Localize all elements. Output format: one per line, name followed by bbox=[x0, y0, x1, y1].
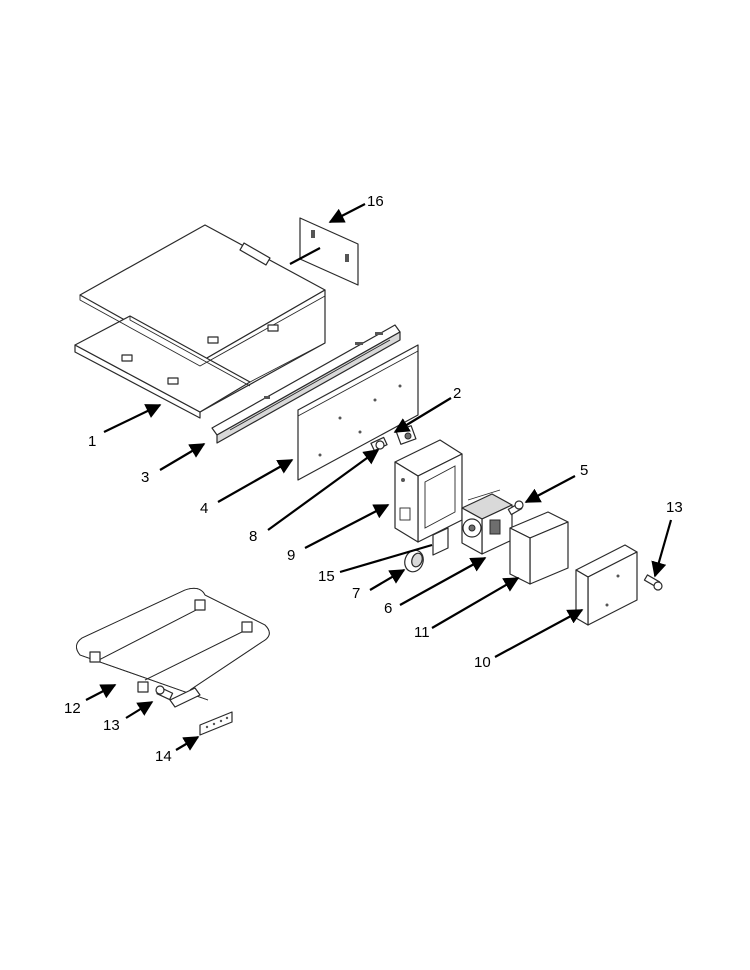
callout-13-right: 13 bbox=[666, 499, 683, 516]
leader-12 bbox=[85, 684, 117, 701]
callout-15: 15 bbox=[318, 568, 335, 585]
part-3-slide-rail bbox=[211, 324, 401, 444]
callout-2: 2 bbox=[453, 385, 461, 402]
tab bbox=[167, 377, 179, 385]
callout-7: 7 bbox=[352, 585, 360, 602]
part-9-control-box bbox=[394, 439, 463, 543]
leader-3 bbox=[159, 443, 206, 471]
leader-14 bbox=[175, 736, 200, 751]
tab bbox=[207, 336, 219, 344]
part-15-plate bbox=[432, 527, 449, 556]
callout-4: 4 bbox=[200, 500, 208, 517]
leader-1 bbox=[103, 404, 162, 433]
part-1-housing-cover bbox=[74, 224, 326, 419]
part-11-cover-box bbox=[509, 511, 569, 585]
callout-9: 9 bbox=[287, 547, 295, 564]
rail-hole bbox=[264, 396, 270, 399]
leader-10 bbox=[494, 609, 584, 658]
leader-2 bbox=[393, 397, 452, 433]
leader-7 bbox=[369, 569, 406, 591]
slot-hole bbox=[345, 254, 349, 262]
part-8-sensor bbox=[370, 436, 388, 452]
part-6-selector-switch bbox=[461, 489, 513, 555]
callout-12: 12 bbox=[64, 700, 81, 717]
callout-6: 6 bbox=[384, 600, 392, 617]
handle-slot bbox=[239, 242, 271, 266]
leader-15 bbox=[339, 543, 433, 574]
leader-8 bbox=[267, 449, 380, 531]
leader-16b bbox=[289, 247, 321, 265]
leader-13-left bbox=[125, 701, 154, 719]
part-5-screw bbox=[507, 500, 524, 516]
callout-10: 10 bbox=[474, 654, 491, 671]
part-10-bracket-cover bbox=[575, 544, 638, 626]
part-16-bracket-plate bbox=[299, 217, 359, 286]
leader-9 bbox=[304, 504, 390, 549]
leader-6 bbox=[399, 557, 487, 606]
slot-hole bbox=[311, 230, 315, 238]
tab bbox=[121, 354, 133, 362]
callout-14: 14 bbox=[155, 748, 172, 765]
callout-5: 5 bbox=[580, 462, 588, 479]
leader-13-right bbox=[651, 519, 673, 578]
part-13-bolt-right bbox=[643, 574, 663, 591]
part-14-terminal-strip bbox=[199, 711, 233, 736]
callout-8: 8 bbox=[249, 528, 257, 545]
leader-5 bbox=[524, 475, 576, 503]
rail-hole bbox=[355, 342, 363, 345]
rail-hole bbox=[375, 332, 383, 335]
callout-13-left: 13 bbox=[103, 717, 120, 734]
callout-16: 16 bbox=[367, 193, 384, 210]
tab bbox=[267, 324, 279, 332]
part-12-heating-element bbox=[76, 587, 270, 708]
part-4-side-panel bbox=[297, 344, 419, 481]
callout-1: 1 bbox=[88, 433, 96, 450]
leader-4 bbox=[217, 459, 294, 503]
part-7-knob bbox=[404, 549, 424, 573]
callout-3: 3 bbox=[141, 469, 149, 486]
part-13-bolt-left bbox=[155, 685, 174, 701]
callout-11: 11 bbox=[414, 624, 430, 641]
leader-16 bbox=[328, 203, 366, 223]
leader-11 bbox=[431, 577, 520, 629]
